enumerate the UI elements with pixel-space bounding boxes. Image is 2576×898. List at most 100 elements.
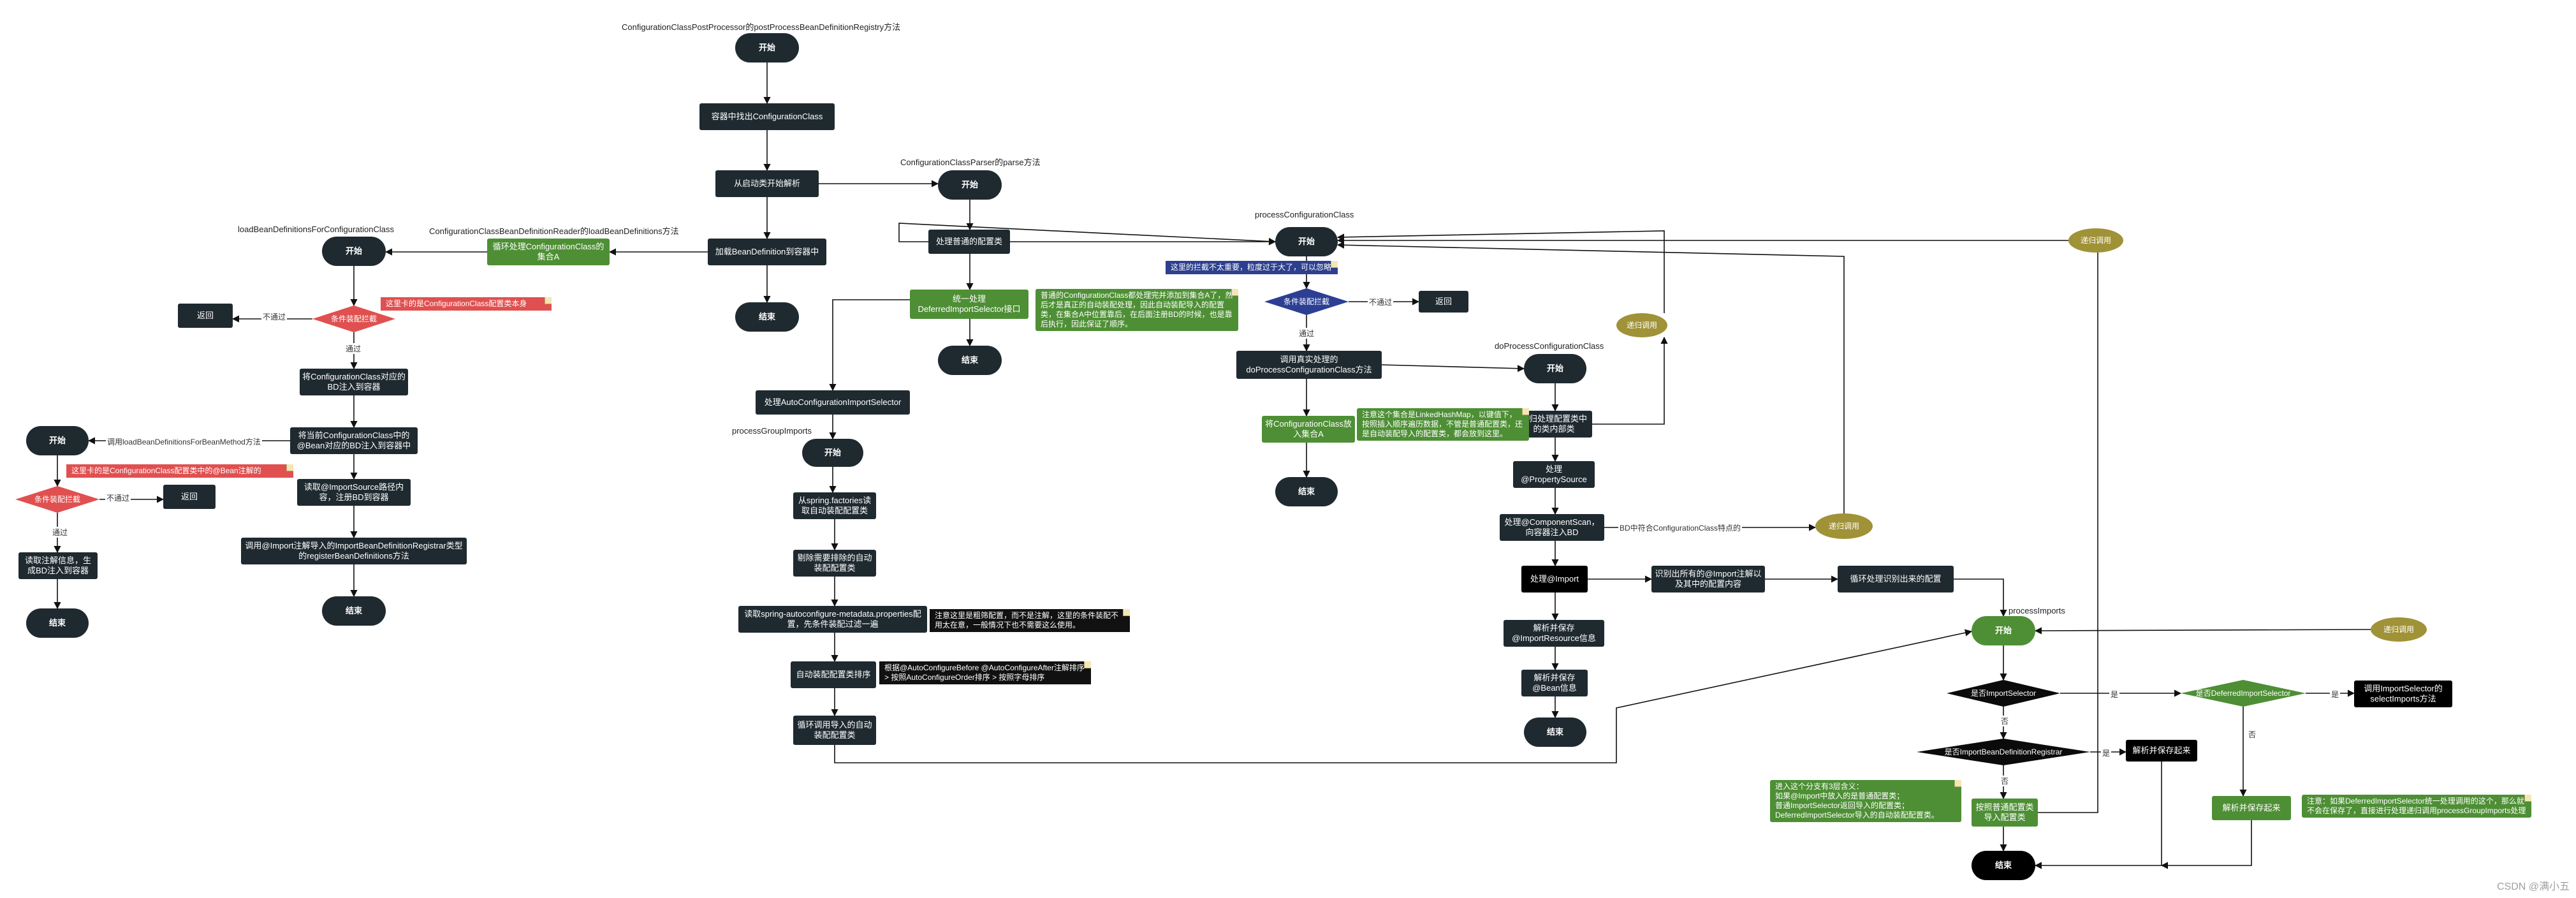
section-title-parser: ConfigurationClassParser的parse方法 — [900, 158, 1041, 167]
node-end-pi-label: 结束 — [1994, 860, 2012, 870]
node-parse-boot-label: 从启动类开始解析 — [733, 179, 800, 188]
node-handle-import-label: 处理@Import — [1530, 574, 1579, 584]
node-start-load-label: 开始 — [345, 246, 362, 256]
node-remove-excl: 剔除需要排除的自动装配配置类 — [793, 550, 876, 577]
node-parse-save-deferred-label: 解析并保存起来 — [2222, 803, 2281, 813]
section-title-load-for-cc: loadBeanDefinitionsForConfigurationClass — [238, 224, 394, 234]
node-rec3-label: 递归调用 — [2080, 236, 2111, 245]
node-find-cc: 容器中找出ConfigurationClass — [699, 103, 835, 130]
section-title-process-imports: processImports — [2009, 606, 2065, 615]
node-loop-identified-label: 循环处理识别出来的配置 — [1850, 574, 1942, 584]
diamond-cond-load-label: 条件装配拦截 — [330, 314, 377, 323]
node-end-pcc: 结束 — [1275, 477, 1338, 506]
node-spring-factories: 从spring.factories读取自动装配配置类 — [793, 492, 876, 519]
node-end-pi: 结束 — [1972, 851, 2035, 880]
node-parse-boot: 从启动类开始解析 — [715, 170, 819, 197]
connector-40 — [1954, 578, 2007, 617]
e-call-bm: 调用loadBeanDefinitionsForBeanMethod方法 — [106, 436, 262, 447]
node-recurse-inner-label: 递归处理配置类中的类内部类 — [1520, 414, 1587, 434]
node-loop-import: 循环调用导入的自动装配配置类 — [793, 716, 876, 745]
section-title-group-imports: processGroupImports — [732, 426, 812, 436]
node-handle-normal: 处理普通的配置类 — [928, 230, 1010, 254]
node-call-registrar-label: 调用@Import注解导入的ImportBeanDefinitionRegist… — [245, 541, 463, 561]
connector-20 — [834, 629, 1973, 763]
node-end-load-label: 结束 — [345, 606, 362, 615]
note-linked: 注意这个集合是LinkedHashMap，以键值下，按照插入顺序遍历数据，不管是… — [1357, 408, 1529, 441]
connector-50 — [2034, 762, 2162, 869]
node-component-scan: 处理@ComponentScan，向容器注入BD — [1500, 514, 1604, 541]
node-put-a: 将ConfigurationClass放入集合A — [1262, 416, 1355, 443]
node-component-scan-label: 处理@ComponentScan，向容器注入BD — [1504, 517, 1600, 537]
node-handle-auto-label: 处理AutoConfigurationImportSelector — [764, 397, 902, 407]
node-end-do-label: 结束 — [1546, 727, 1563, 737]
connector-11 — [898, 223, 1277, 246]
node-as-config-label: 按照普通配置类导入配置类 — [1975, 802, 2034, 822]
node-remove-excl-label: 剔除需要排除的自动装配配置类 — [797, 553, 872, 573]
note-normal: 普通的ConfigurationClass都处理完并添加到集合A了，然后才是真正… — [1036, 289, 1238, 331]
diamond-is-deferred-label: 是否DeferredImportSelector — [2195, 689, 2291, 698]
e-yes3: 是 — [2101, 747, 2112, 758]
node-end-do: 结束 — [1524, 718, 1586, 747]
node-end-main: 结束 — [735, 302, 799, 332]
node-read-annot-label: 读取注解信息，生成BD注入到容器 — [24, 556, 91, 575]
node-end-parse-label: 结束 — [961, 355, 978, 365]
node-parse-save-deferred: 解析并保存起来 — [2212, 796, 2291, 820]
connector-52 — [2038, 239, 2102, 813]
node-return-pcc: 返回 — [1419, 291, 1468, 313]
node-start-bm: 开始 — [26, 426, 89, 455]
node-unified-deferred: 统一处理DeferredImportSelector接口 — [910, 290, 1028, 319]
note-filter: 注意这里是粗筛配置，而不是注解，这里的条件装配不用太在意，一般情况下也不需要这么… — [930, 609, 1130, 632]
section-title-process-cc: processConfigurationClass — [1255, 210, 1354, 219]
node-return-bm: 返回 — [163, 485, 216, 509]
e-no2: 否 — [2247, 729, 2258, 740]
e-bd-match: BD中符合ConfigurationClass特点的 — [1618, 522, 1743, 533]
node-loop-identified: 循环处理识别出来的配置 — [1838, 566, 1954, 593]
node-rec4: 递归调用 — [2371, 617, 2427, 642]
diamond-cond-bm-label: 条件装配拦截 — [34, 495, 80, 504]
node-reg-cc: 将ConfigurationClass对应的BD注入到容器 — [300, 369, 408, 395]
node-end-main-label: 结束 — [758, 312, 775, 321]
node-read-import-src-label: 读取@ImportSource路径内容，注册BD到容器 — [304, 482, 404, 502]
watermark: CSDN @满小五 — [2496, 881, 2570, 892]
node-put-a-label: 将ConfigurationClass放入集合A — [1265, 419, 1352, 439]
node-identify-import: 识别出所有的@Import注解以及其中的配置内容 — [1651, 566, 1765, 593]
node-start-do: 开始 — [1524, 354, 1586, 383]
connector-53 — [2034, 627, 2371, 635]
node-loop-import-label: 循环调用导入的自动装配配置类 — [797, 720, 872, 740]
node-return-load-label: 返回 — [196, 311, 214, 320]
section-title-postprocess: ConfigurationClassPostProcessor的postProc… — [622, 22, 901, 32]
node-load-bd: 加载BeanDefinition到容器中 — [708, 239, 826, 265]
connector-13 — [829, 299, 910, 392]
e-pass1: 通过 — [344, 343, 363, 354]
node-loop-cc: 循环处理ConfigurationClass的集合A — [487, 239, 610, 265]
node-load-bd-label: 加载BeanDefinition到容器中 — [715, 247, 819, 256]
node-reg-bean-methods-label: 将当前ConfigurationClass中的@Bean对应的BD注入到容器中 — [296, 431, 411, 450]
node-read-meta-label: 读取spring-autoconfigure-metadata.properti… — [744, 609, 921, 629]
node-read-annot: 读取注解信息，生成BD注入到容器 — [18, 552, 98, 579]
node-rec1: 递归调用 — [1616, 313, 1667, 337]
node-return-pcc-label: 返回 — [1435, 297, 1452, 306]
node-rec1-label: 递归调用 — [1626, 321, 1657, 330]
node-end-bm-label: 结束 — [48, 618, 66, 628]
section-title-reader: ConfigurationClassBeanDefinitionReader的l… — [429, 226, 679, 236]
e-pass3: 通过 — [51, 527, 70, 538]
node-end-load: 结束 — [322, 596, 386, 626]
node-call-do: 调用真实处理的doProcessConfigurationClass方法 — [1236, 351, 1382, 379]
node-call-select: 调用ImportSelector的selectImports方法 — [2354, 681, 2452, 707]
node-handle-auto: 处理AutoConfigurationImportSelector — [756, 390, 910, 415]
note-bean-method: 这里卡的是ConfigurationClass配置类中的@Bean注解的 — [66, 464, 293, 478]
diamond-cond-pcc-label: 条件装配拦截 — [1283, 297, 1329, 306]
node-start-group: 开始 — [802, 439, 863, 467]
node-property-source: 处理@PropertySource — [1513, 461, 1595, 488]
node-call-select-label: 调用ImportSelector的selectImports方法 — [2364, 684, 2443, 703]
node-start-bm-label: 开始 — [48, 436, 66, 445]
node-find-cc-label: 容器中找出ConfigurationClass — [711, 112, 823, 121]
node-unified-deferred-label: 统一处理DeferredImportSelector接口 — [918, 294, 1021, 314]
node-rec4-label: 递归调用 — [2383, 625, 2414, 634]
node-start-do-label: 开始 — [1546, 364, 1563, 373]
node-sort-auto-label: 自动装配配置类排序 — [796, 670, 871, 679]
node-identify-import-label: 识别出所有的@Import注解以及其中的配置内容 — [1655, 569, 1762, 589]
note-branches: 进入这个分支有3层含义： 如果@Import中放入的是普通配置类； 普通Impo… — [1770, 780, 1961, 822]
node-start-pcc-label: 开始 — [1298, 237, 1315, 246]
